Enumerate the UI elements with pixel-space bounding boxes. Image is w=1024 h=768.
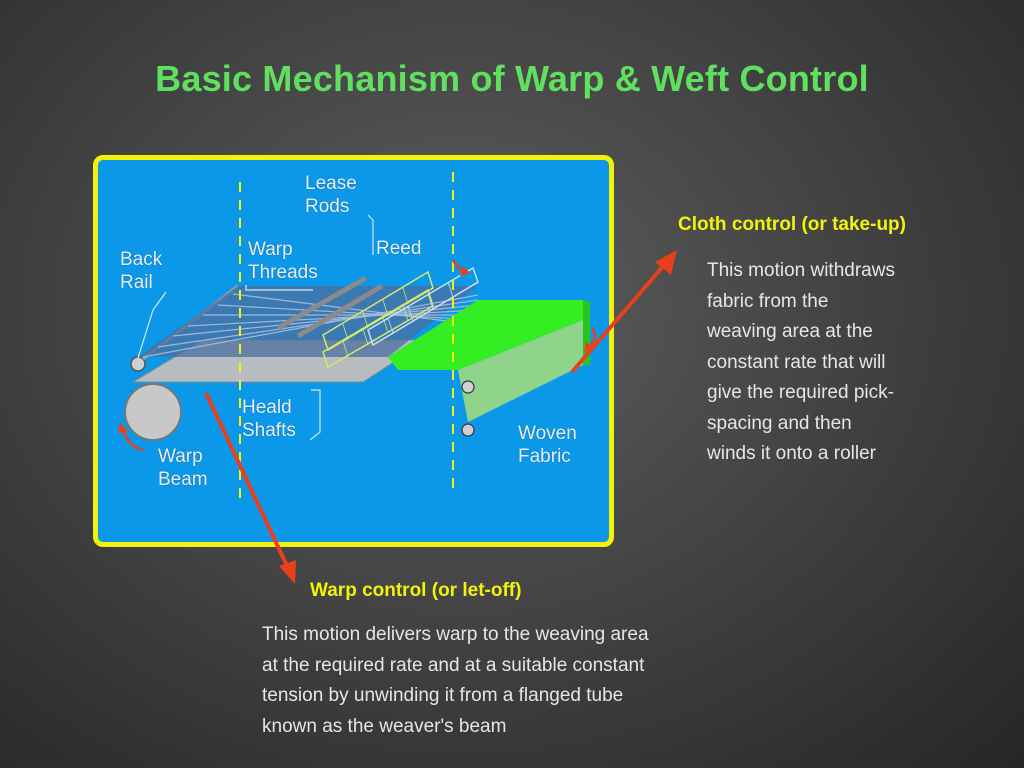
heald-shaft <box>322 288 434 369</box>
woven-fabric-drop <box>458 320 583 422</box>
warp-control-description: This motion delivers warp to the weaving… <box>262 624 649 737</box>
cloth-control-description: This motion withdraws fabric from the we… <box>707 260 895 464</box>
reed <box>367 266 479 347</box>
cloth-roller <box>461 423 475 437</box>
heald-shaft <box>322 270 434 352</box>
cloth-control-heading: Cloth control (or take-up) <box>678 214 906 235</box>
lease-rod <box>296 283 384 339</box>
woven-fabric-label: Woven Fabric <box>518 423 577 467</box>
back-rail-label: Back Rail <box>120 249 163 293</box>
warp-control-heading: Warp control (or let-off) <box>310 580 522 601</box>
cloth-roller <box>461 380 475 394</box>
warp-beam-label: Warp Beam <box>158 446 208 490</box>
heald-shafts-label: Heald Shafts <box>242 397 296 441</box>
back-rail-roll <box>130 356 146 372</box>
loom-diagram: Lease Rods Back Rail Warp Threads Reed H… <box>93 155 614 547</box>
reed-label: Reed <box>376 238 422 259</box>
warp-beam-roll <box>124 383 182 441</box>
lease-rods-label: Lease Rods <box>305 173 357 217</box>
woven-fabric <box>388 300 583 370</box>
warp-threads-sheet <box>138 286 478 357</box>
lease-rod <box>276 275 368 331</box>
warp-threads-label: Warp Threads <box>248 239 318 283</box>
slide-title: Basic Mechanism of Warp & Weft Control <box>155 58 869 99</box>
